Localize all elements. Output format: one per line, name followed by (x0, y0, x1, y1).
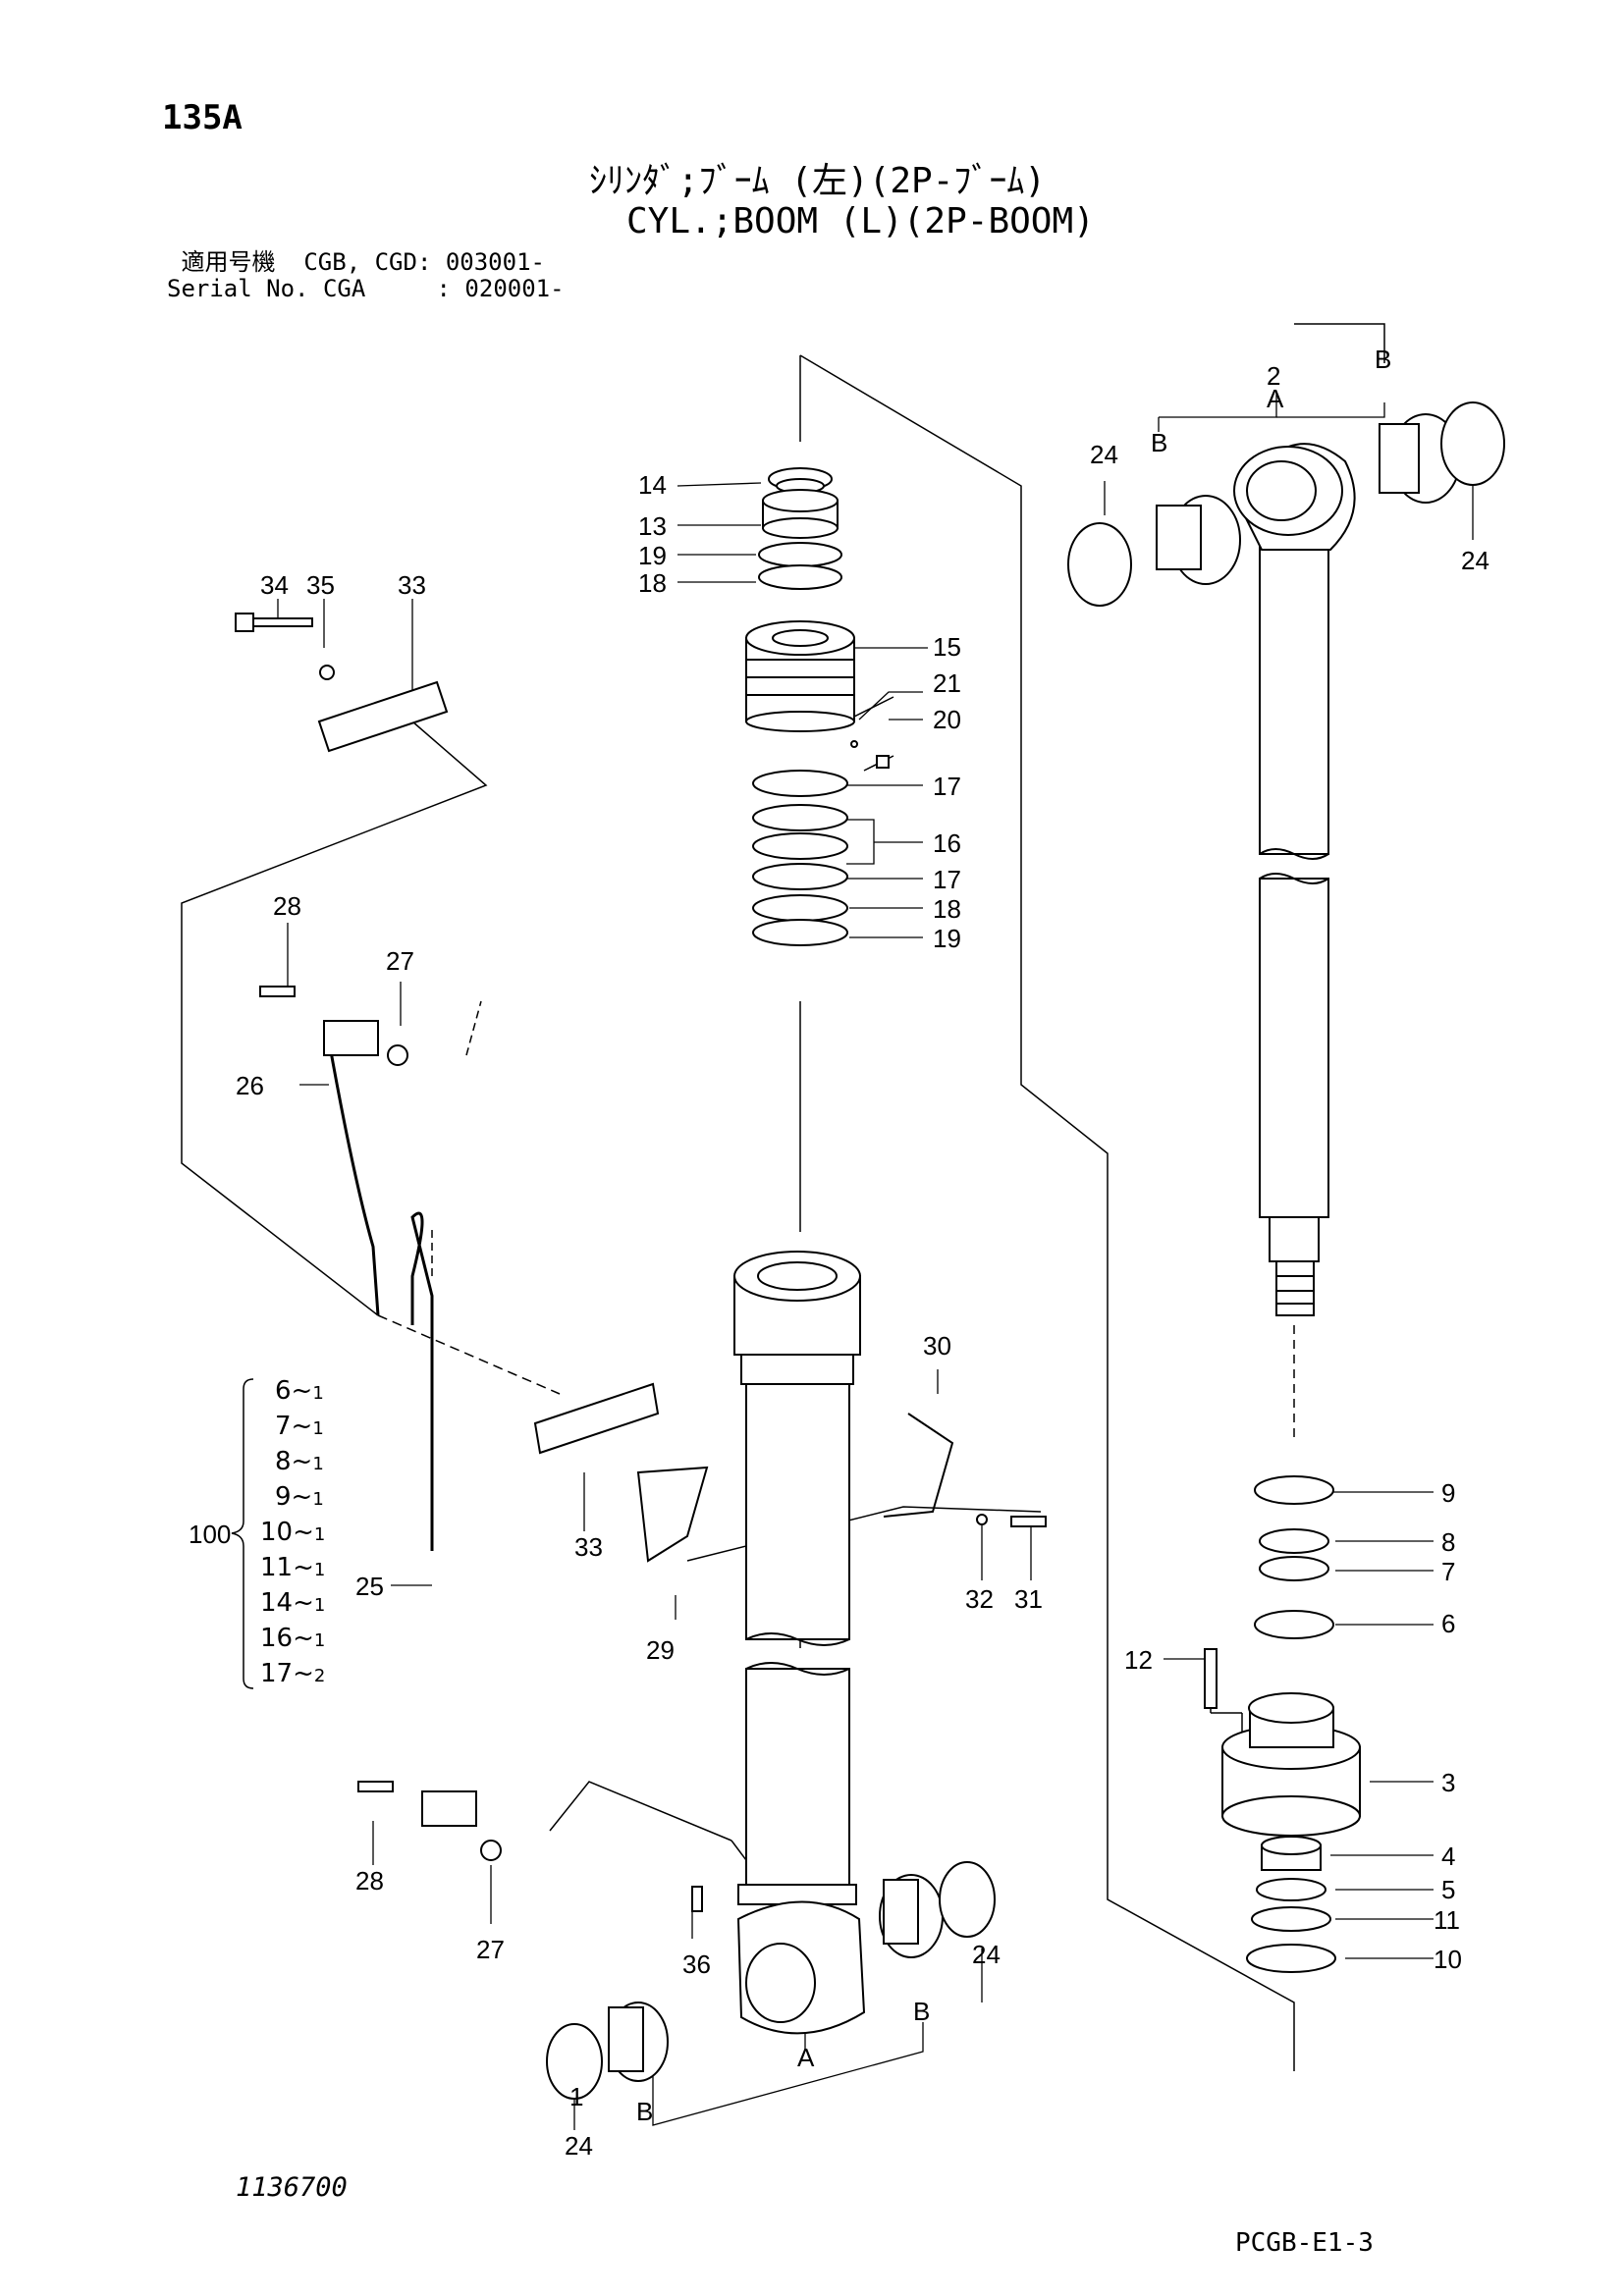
title-japanese: ｼﾘﾝﾀﾞ;ﾌﾞｰﾑ (左)(2P-ﾌﾞｰﾑ) (589, 161, 1047, 201)
serial-number-line: Serial No. CGA : 020001- (167, 275, 565, 302)
callout-letter-a: A (1267, 384, 1284, 413)
callout-part-4: 4 (1441, 1842, 1455, 1871)
callout-part-16: 16 (933, 828, 961, 858)
callout-part-10: 10 (1434, 1945, 1462, 1974)
assembly-lines (181, 323, 1385, 2071)
page-label: 135A (162, 98, 243, 137)
callout-letter-b: B (913, 1997, 930, 2026)
callout-part-5: 5 (1441, 1875, 1455, 1904)
kit-item: 10~1 (260, 1518, 325, 1547)
callout-letter-a: A (797, 2043, 815, 2072)
kit-item: 11~1 (260, 1553, 325, 1582)
callout-part-32: 32 (965, 1584, 994, 1614)
drawing-code: 1136700 (236, 2172, 348, 2203)
callout-part-24: 24 (1090, 440, 1118, 469)
callout-part-26: 26 (236, 1071, 264, 1100)
leader-lines (277, 393, 1474, 2130)
kit-item: 16~1 (260, 1624, 325, 1653)
callout-part-2: 2 (1267, 361, 1280, 391)
callout-part-33: 33 (574, 1532, 603, 1562)
callout-labels: 1 2 3 4 5 6 7 8 9 10 11 12 13 14 15 16 1… (236, 345, 1489, 2161)
kit-item: 14~1 (260, 1588, 325, 1618)
callout-part-25: 25 (355, 1572, 384, 1601)
callout-part-27: 27 (476, 1935, 505, 1964)
callout-part-18: 18 (638, 568, 667, 598)
kit-item: 7~1 (275, 1412, 324, 1441)
callout-part-15: 15 (933, 632, 961, 662)
callout-part-24: 24 (972, 1940, 1001, 1969)
callout-part-24: 24 (1461, 546, 1489, 575)
kit-item: 17~2 (260, 1659, 325, 1688)
kit-number: 100 (189, 1520, 231, 1549)
sheet-code: PCGB-E1-3 (1235, 2228, 1374, 2258)
callout-part-14: 14 (638, 470, 667, 500)
callout-part-13: 13 (638, 511, 667, 541)
callout-part-31: 31 (1014, 1584, 1043, 1614)
callout-part-28: 28 (355, 1866, 384, 1896)
callout-part-17: 17 (933, 772, 961, 801)
callout-part-28: 28 (273, 891, 301, 921)
callout-part-24: 24 (565, 2131, 593, 2161)
callout-part-1: 1 (569, 2082, 583, 2111)
serial-applicability-line: 適用号機 CGB, CGD: 003001- (167, 248, 545, 276)
title-english: CYL.;BOOM (L)(2P-BOOM) (626, 201, 1095, 241)
callout-part-12: 12 (1124, 1645, 1153, 1675)
callout-part-19: 19 (638, 541, 667, 570)
callout-part-6: 6 (1441, 1609, 1455, 1638)
callout-part-36: 36 (682, 1949, 711, 1979)
callout-part-34: 34 (260, 570, 289, 600)
callout-part-29: 29 (646, 1635, 675, 1665)
callout-letter-b: B (1151, 428, 1167, 457)
callout-part-27: 27 (386, 946, 414, 976)
callout-part-17: 17 (933, 865, 961, 894)
kit-item: 6~1 (275, 1376, 324, 1406)
callout-part-7: 7 (1441, 1557, 1455, 1586)
parts-graphics (235, 401, 1505, 2100)
kit-item: 8~1 (275, 1447, 324, 1476)
kit-bracket (231, 1378, 254, 1689)
callout-part-20: 20 (933, 705, 961, 734)
callout-part-30: 30 (923, 1331, 951, 1361)
callout-letter-b: B (1375, 345, 1391, 374)
callout-part-18: 18 (933, 894, 961, 924)
callout-part-9: 9 (1441, 1478, 1455, 1508)
callout-part-19: 19 (933, 924, 961, 953)
kit-item-list: 6~1 7~1 8~1 9~1 10~1 11~1 14~1 16~1 17~2 (260, 1376, 325, 1688)
callout-part-35: 35 (306, 570, 335, 600)
callout-part-3: 3 (1441, 1768, 1455, 1797)
callout-letter-b: B (636, 2097, 653, 2126)
callout-part-8: 8 (1441, 1527, 1455, 1557)
callout-part-11: 11 (1434, 1905, 1460, 1935)
callout-part-21: 21 (933, 668, 961, 698)
repair-kit-list: 100 6~1 7~1 8~1 9~1 10~1 11~1 14~1 16~1 … (189, 1376, 325, 1689)
kit-item: 9~1 (275, 1482, 324, 1512)
callout-part-33: 33 (398, 570, 426, 600)
